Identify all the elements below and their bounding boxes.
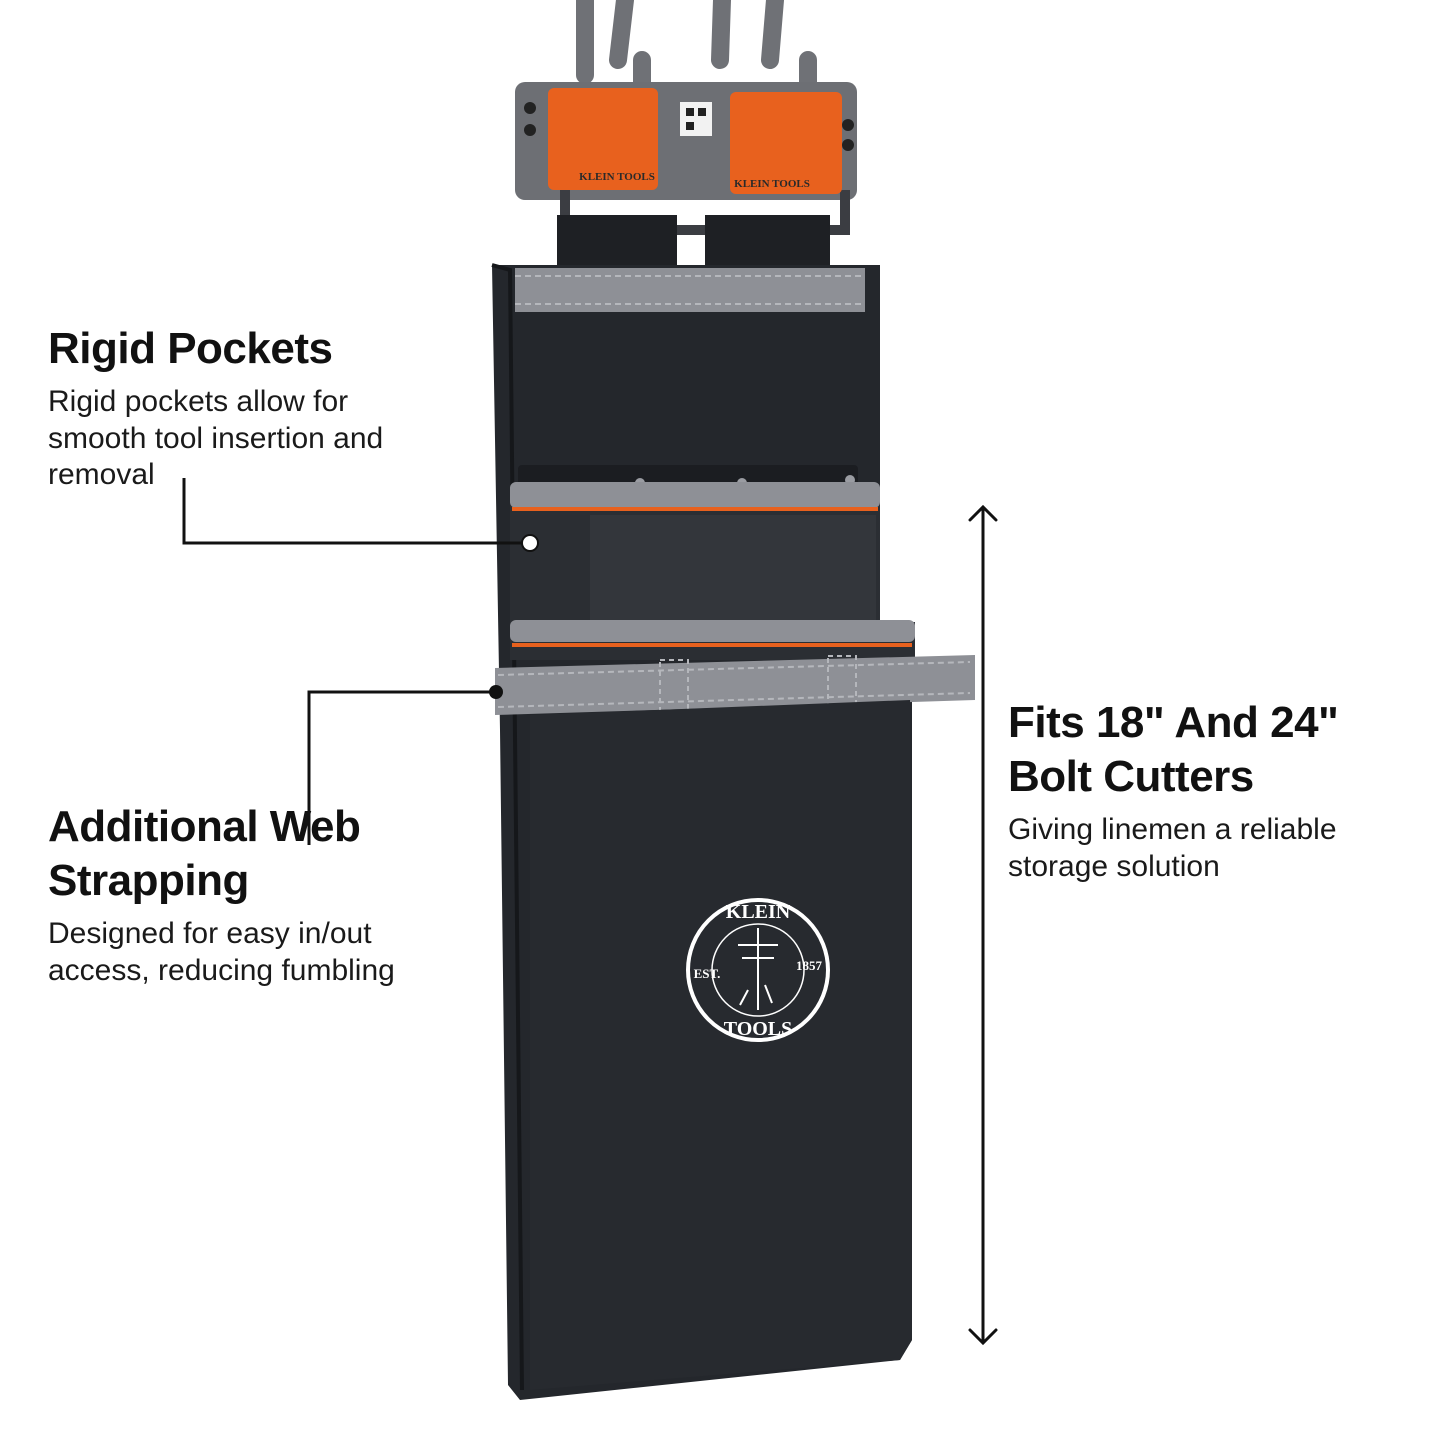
rigid-pocket-top <box>510 482 880 635</box>
rigid-pockets-description: Rigid pockets allow for smooth tool inse… <box>48 385 384 492</box>
bolt-cutters-title: Fits 18" And 24" Bolt Cutters <box>1008 698 1339 801</box>
rigid-pockets-title: Rigid Pockets <box>48 324 333 373</box>
bracket-label-left: KLEIN TOOLS <box>579 171 655 183</box>
logo-text-right: 1857 <box>796 958 823 973</box>
strap-pointer-dot <box>489 685 503 699</box>
web-strapping-description: Designed for easy in/out access, reducin… <box>48 917 395 987</box>
callout-leader-lines <box>182 478 525 845</box>
lower-pocket <box>530 700 912 1390</box>
klein-logo: KLEIN EST. 1857 TOOLS <box>686 898 830 1042</box>
height-arrow <box>968 504 998 1346</box>
web-strapping-title: Additional Web Strapping <box>48 802 361 905</box>
belt-loop-left <box>557 215 677 270</box>
bolt-cutters-description: Giving linemen a reliable storage soluti… <box>1008 813 1337 883</box>
bracket-label-right: KLEIN TOOLS <box>734 178 810 190</box>
logo-text-left: EST. <box>694 966 721 981</box>
hanger-bracket: KLEIN TOOLS KLEIN TOOLS <box>515 82 857 235</box>
logo-text-bottom: TOOLS <box>724 1018 793 1040</box>
belt-loop-right <box>705 215 830 270</box>
rigid-pocket-bottom <box>510 620 915 660</box>
pocket-pointer-dot <box>521 534 539 552</box>
logo-text-top: KLEIN <box>726 901 791 923</box>
